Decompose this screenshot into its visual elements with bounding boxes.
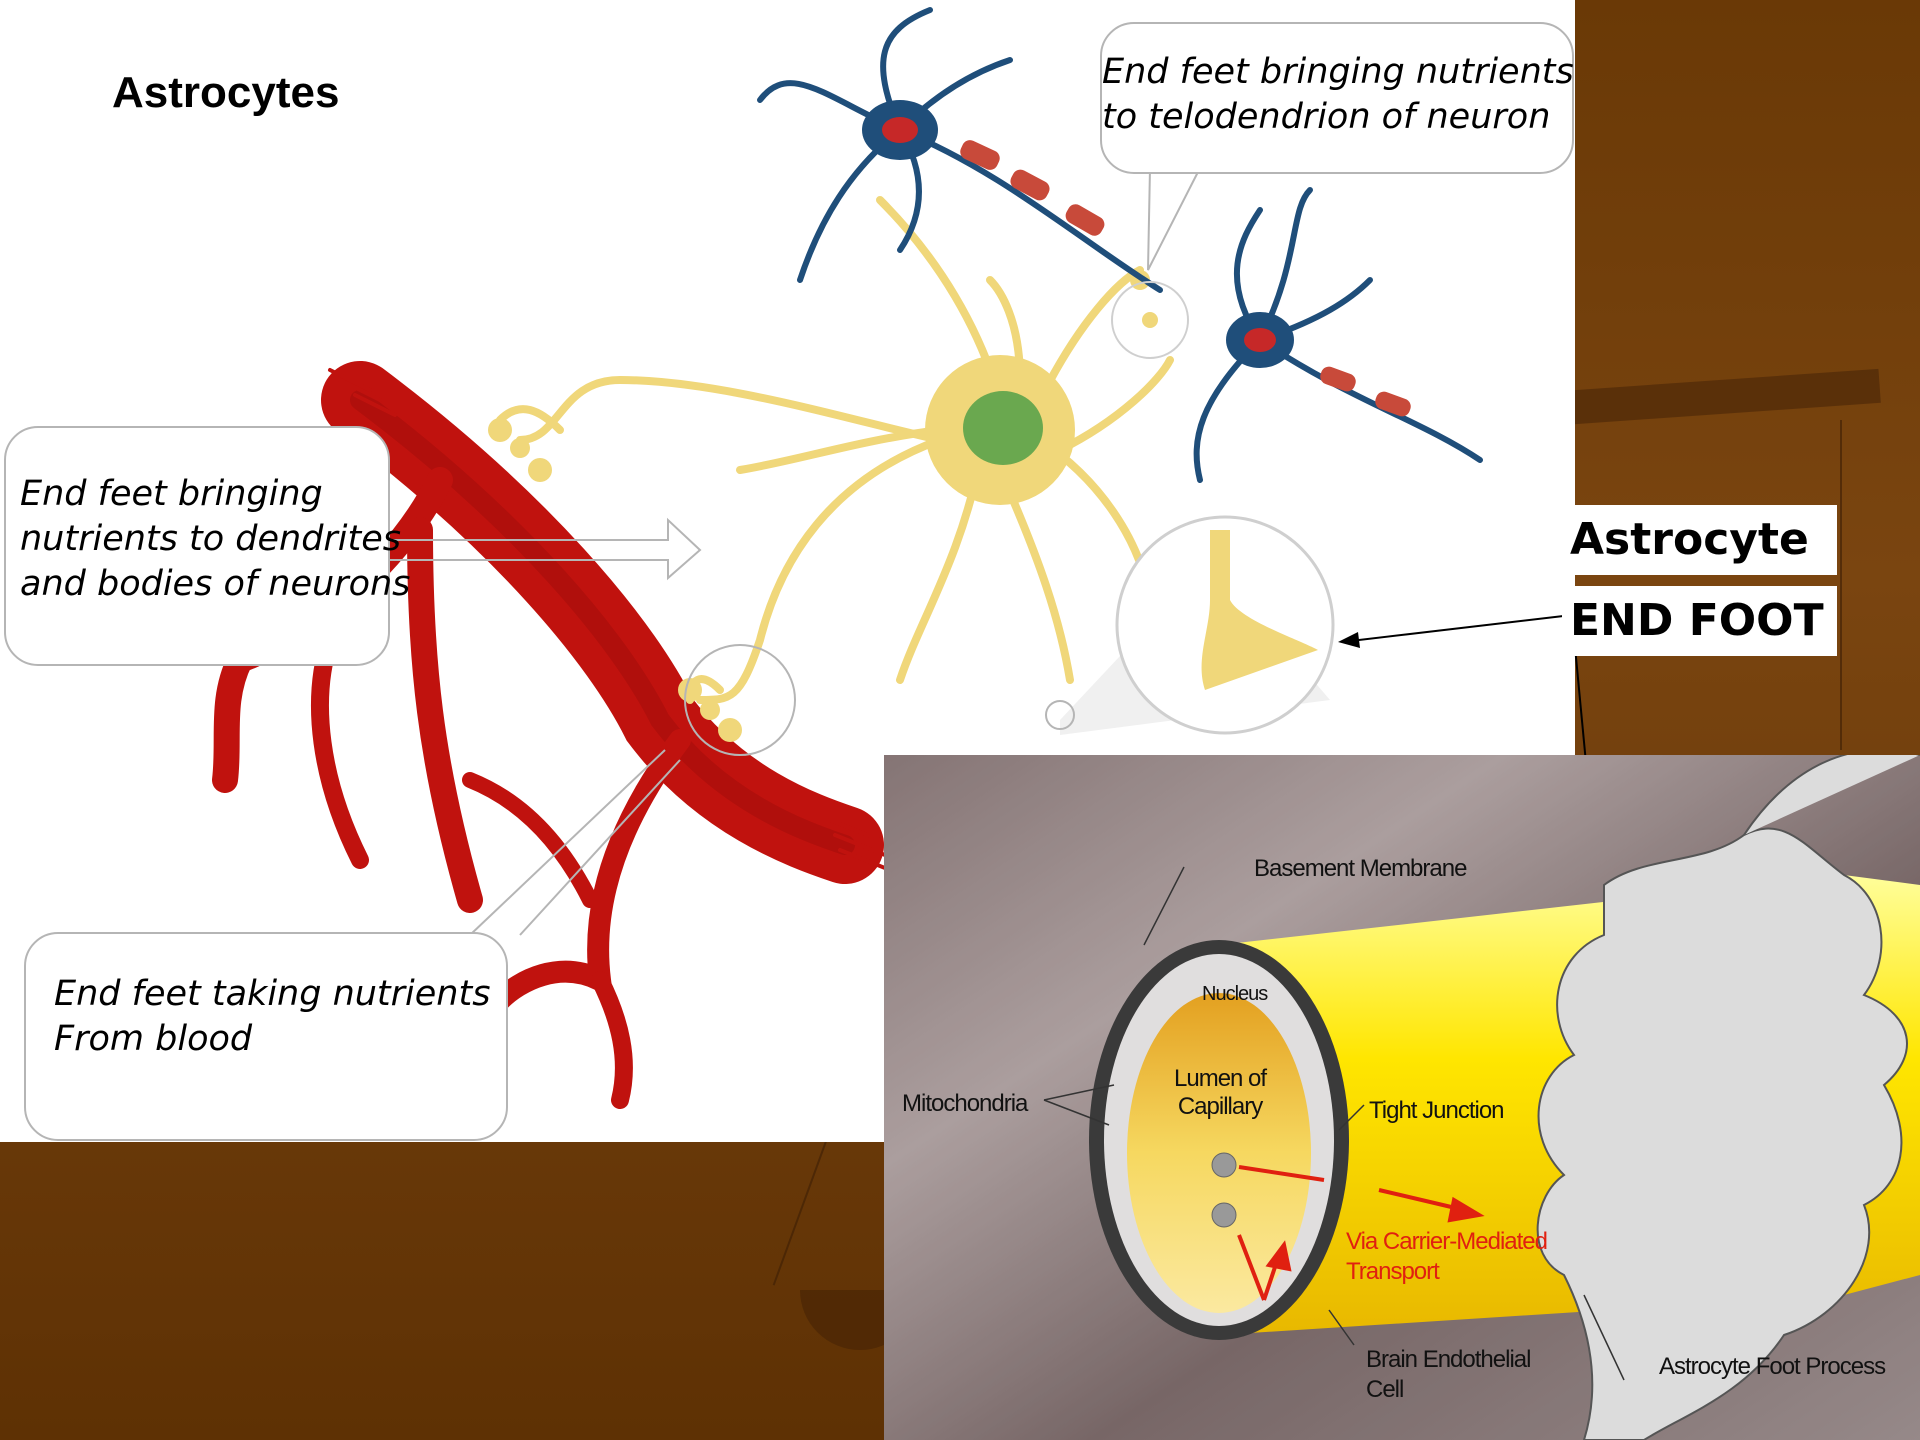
molecule	[1212, 1203, 1236, 1227]
label-mitochondria: Mitochondria	[902, 1090, 1027, 1118]
end-foot-label-line2: END FOOT	[1562, 586, 1837, 656]
label-lumen: Lumen of Capillary	[1174, 1065, 1266, 1121]
label-carrier-transport: Via Carrier-Mediated Transport	[1346, 1227, 1547, 1287]
neuron-lower-nucleus	[1244, 328, 1276, 352]
myelin-sheath-lower	[1318, 364, 1413, 418]
callout-telodendrion-text: End feet bringing nutrients to telodendr…	[1102, 50, 1574, 140]
label-endothelial-cell: Brain Endothelial Cell	[1366, 1345, 1530, 1405]
callout-dendrites-text: End feet bringing nutrients to dendrites…	[20, 472, 410, 607]
label-astrocyte-foot-process: Astrocyte Foot Process	[1659, 1353, 1885, 1381]
endfoot-magnifier	[1046, 517, 1333, 735]
neuron-upper-nucleus	[882, 117, 918, 143]
end-foot-label-line1: Astrocyte	[1562, 505, 1837, 575]
label-nucleus: Nucleus	[1202, 983, 1267, 1006]
label-basement-membrane: Basement Membrane	[1254, 855, 1466, 883]
label-tight-junction: Tight Junction	[1369, 1097, 1504, 1125]
astrocyte-nucleus	[963, 391, 1043, 465]
capillary-inset: Basement Membrane Nucleus Lumen of Capil…	[884, 755, 1920, 1440]
molecule	[1212, 1153, 1236, 1177]
myelin-sheath-upper	[958, 137, 1108, 238]
callout-blood-text: End feet taking nutrients From blood	[54, 972, 490, 1062]
slide-title: Astrocytes	[112, 68, 339, 118]
